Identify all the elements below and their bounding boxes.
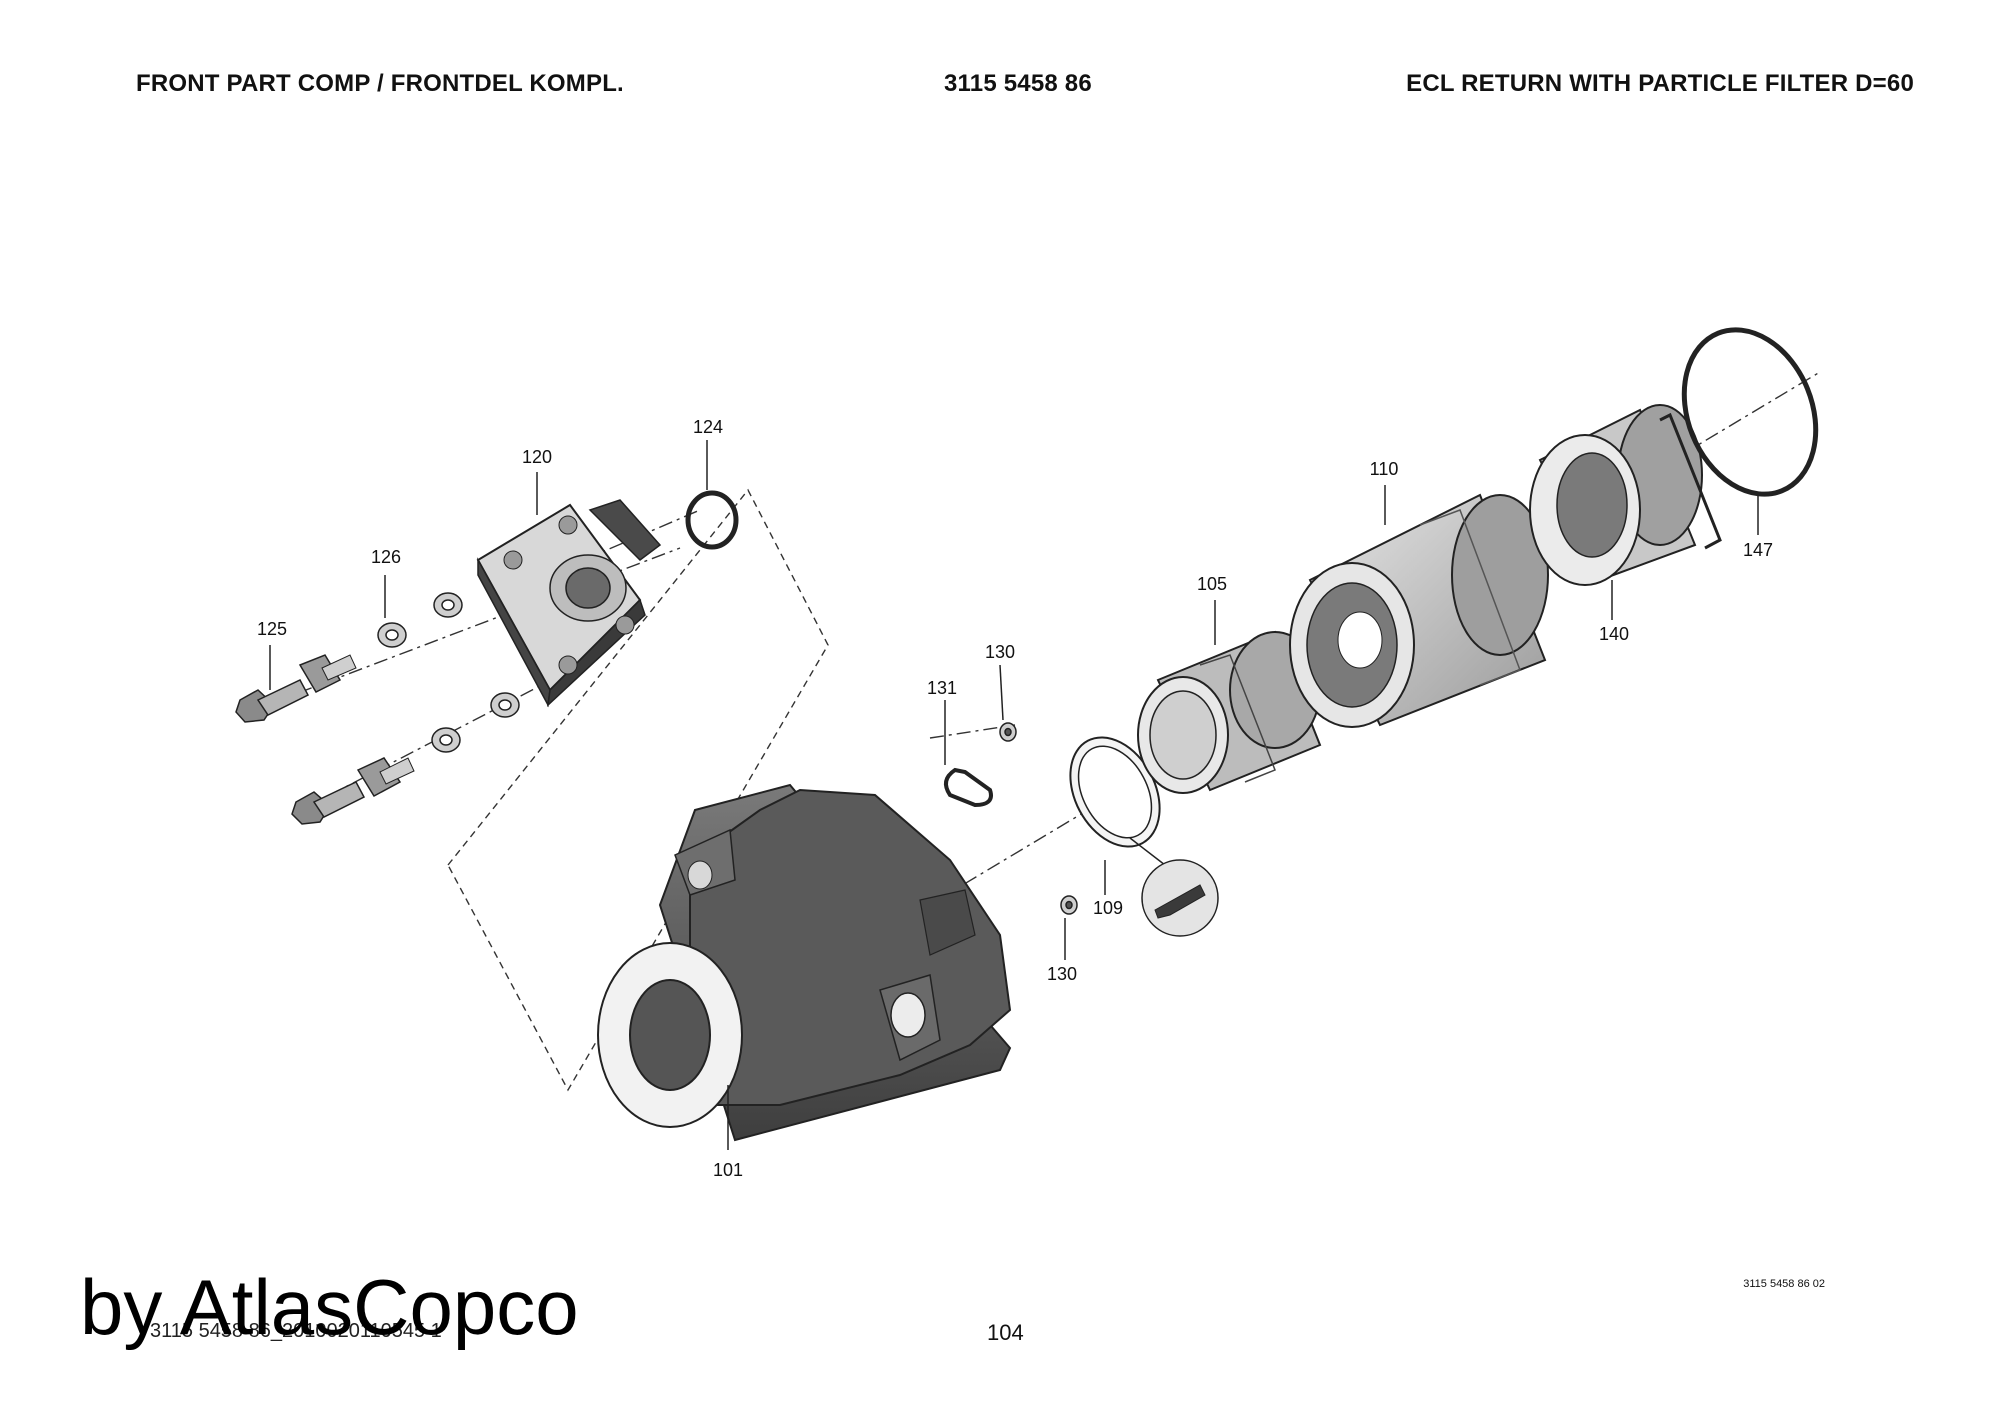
callout-101: 101 (713, 1160, 743, 1180)
part-124-o-ring (685, 490, 739, 550)
callout-147: 147 (1743, 540, 1773, 560)
part-147-ring (1681, 327, 1819, 497)
callout-126: 126 (371, 547, 401, 567)
part-140-bushing (1529, 404, 1722, 586)
callout-120: 120 (522, 447, 552, 467)
header-part-number: 3115 5458 86 (944, 70, 1092, 97)
seal-section-detail (1129, 837, 1219, 937)
part-131-clip (944, 767, 993, 808)
callout-140: 140 (1599, 624, 1629, 644)
callout-124: 124 (693, 417, 723, 437)
part-120-flange (476, 499, 662, 708)
drawing-reference: 3115 5458 86 02 (1743, 1278, 1825, 1290)
callout-130-lower: 130 (1047, 964, 1077, 984)
callout-105: 105 (1197, 574, 1227, 594)
page-number: 104 (987, 1320, 1024, 1345)
watermark-text: by AtlasCopco (80, 1263, 579, 1351)
part-126-washers (377, 592, 520, 753)
header-left-title: FRONT PART COMP / FRONTDEL KOMPL. (136, 70, 624, 97)
document-id: 3115 5458 86_2010020110545 1 (150, 1320, 442, 1342)
part-110-piston (1289, 493, 1549, 728)
callout-110: 110 (1370, 459, 1399, 479)
callout-130-upper: 130 (985, 642, 1015, 662)
part-130-seals (999, 722, 1078, 915)
part-101-housing (597, 783, 1012, 1142)
callout-109: 109 (1093, 898, 1123, 918)
callout-125: 125 (257, 619, 287, 639)
part-109-ring (1069, 736, 1161, 848)
callout-131: 131 (927, 678, 957, 698)
part-125-bolts (235, 654, 415, 825)
header-right-title: ECL RETURN WITH PARTICLE FILTER D=60 (1406, 70, 1914, 97)
